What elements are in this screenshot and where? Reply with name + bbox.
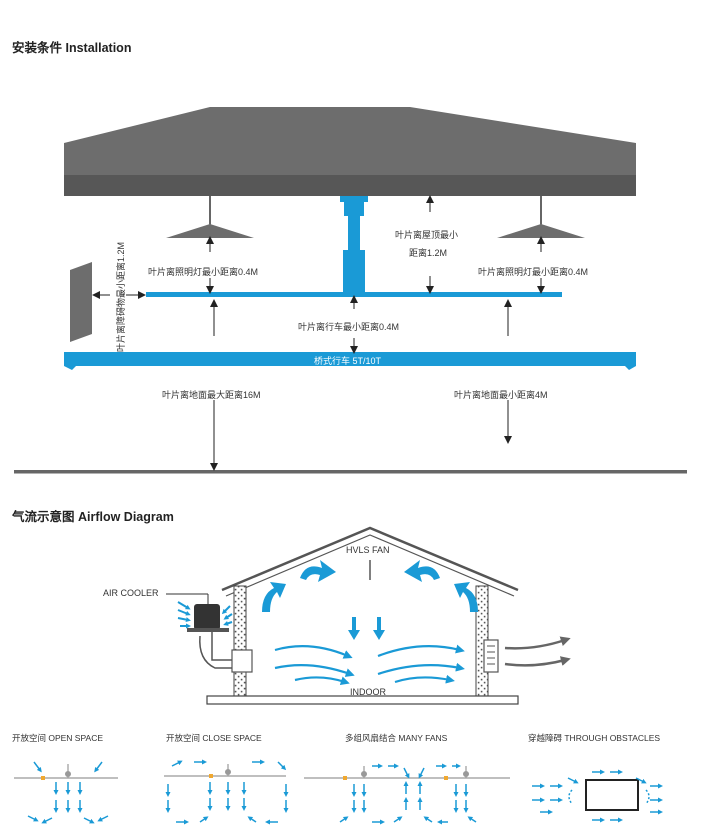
fan-mount [340,196,368,202]
left-wall [233,585,247,697]
installation-diagram [14,107,687,474]
lamp-right [497,224,585,238]
crane-label: 桥式行车 5T/10T [314,356,382,366]
floor-line [14,470,687,474]
house-floor [206,695,519,705]
scenario-label-open: 开放空间 OPEN SPACE [12,733,103,743]
scenario-label-close: 开放空间 CLOSE SPACE [166,733,262,743]
exhaust-fan [483,639,499,673]
bridge-crane [64,352,636,370]
lamp-left-label: 叶片离照明灯最小距离0.4M [148,267,259,277]
scenario-open-space [14,761,118,824]
lamp-left [166,224,254,238]
fan-motor [343,250,365,292]
roof-label-line1: 叶片离屋顶最小 [395,230,459,240]
fan-blade [146,292,562,297]
roof-label-line2: 距离1.2M [409,248,448,258]
obstacle-wall [70,262,92,342]
hvls-fan-label: HVLS FAN [346,545,390,555]
scenario-close-space [164,759,289,825]
scenario-many-fans [304,763,510,825]
floor-max-label: 叶片离地面最大距离16M [162,390,261,400]
indoor-label: INDOOR [350,687,386,697]
floor-min-label: 叶片离地面最小距离4M [454,390,548,400]
airflow-title: 气流示意图 Airflow Diagram [12,510,174,524]
lamp-right-label: 叶片离照明灯最小距离0.4M [478,267,589,277]
installation-title: 安装条件 Installation [12,41,132,55]
scenario-label-obstacles: 穿越障碍 THROUGH OBSTACLES [528,733,661,743]
crane-gap-label: 叶片离行车最小距离0.4M [298,322,400,332]
roof [64,107,636,196]
air-cooler [194,604,220,630]
fan-shaft-top [344,202,364,216]
obstacle-box [585,779,639,811]
roof-beam [64,175,636,196]
scenario-label-many: 多组风扇结合 MANY FANS [345,733,448,743]
air-cooler-label: AIR COOLER [103,588,159,598]
fan-shaft [348,216,360,250]
scenario-through-obstacles [532,769,663,823]
house-roof [221,526,519,592]
